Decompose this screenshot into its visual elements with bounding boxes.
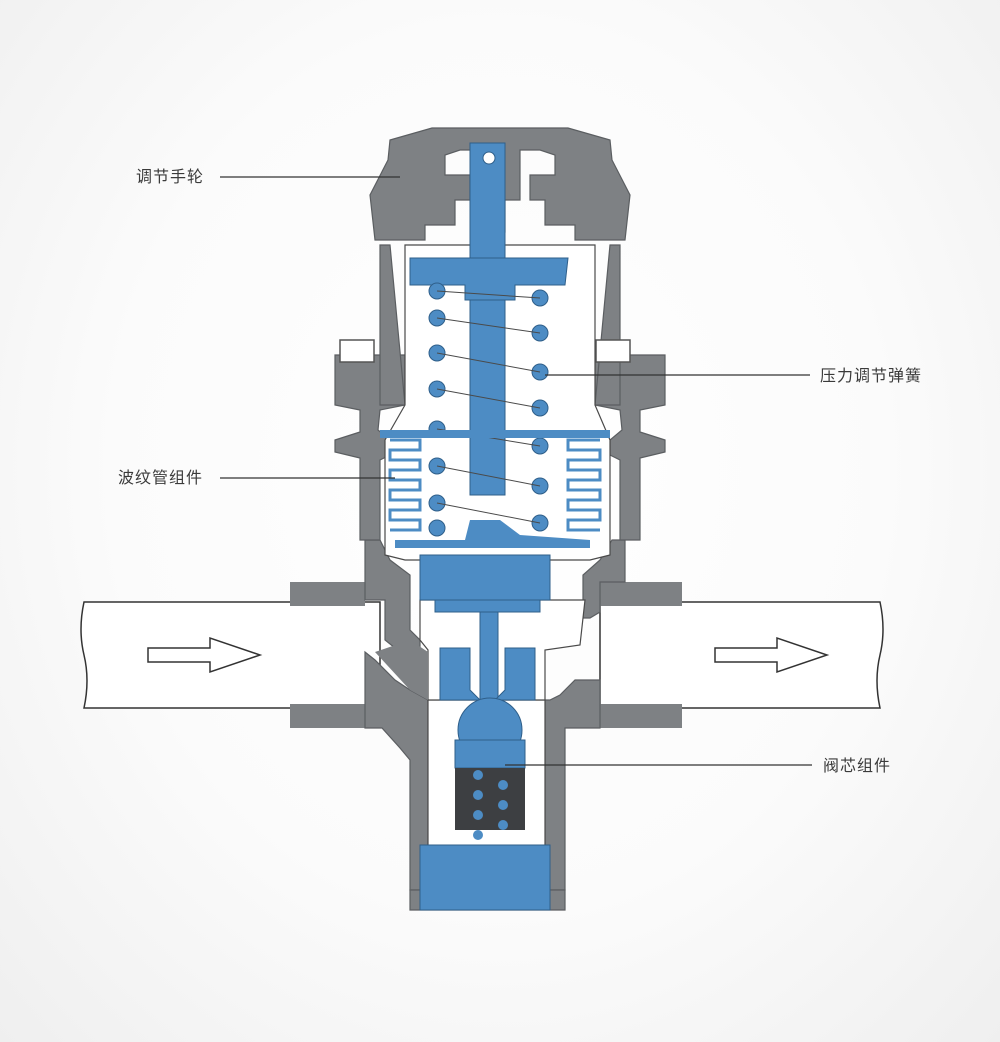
outlet-thread bbox=[600, 582, 682, 728]
flow-passage bbox=[375, 640, 428, 700]
label-core: 阀芯组件 bbox=[823, 756, 892, 775]
piston bbox=[419, 554, 551, 713]
side-nut-right bbox=[595, 339, 631, 363]
arrow-right-icon bbox=[714, 636, 830, 674]
label-bellows: 波纹管组件 bbox=[118, 468, 204, 487]
label-handwheel: 调节手轮 bbox=[136, 167, 205, 186]
bellows-bottom-plate bbox=[395, 520, 590, 548]
side-nut-left bbox=[339, 339, 375, 363]
core-spring bbox=[455, 768, 525, 840]
adjust-stem bbox=[469, 142, 506, 496]
bellows-left bbox=[388, 438, 422, 532]
valve-body bbox=[334, 127, 666, 911]
arrow-right-icon bbox=[147, 636, 263, 674]
bellows-top-plate bbox=[380, 430, 610, 438]
valve-core bbox=[419, 647, 551, 911]
inlet-thread bbox=[290, 582, 365, 728]
bellows-right bbox=[566, 438, 602, 532]
label-spring: 压力调节弹簧 bbox=[820, 366, 923, 385]
